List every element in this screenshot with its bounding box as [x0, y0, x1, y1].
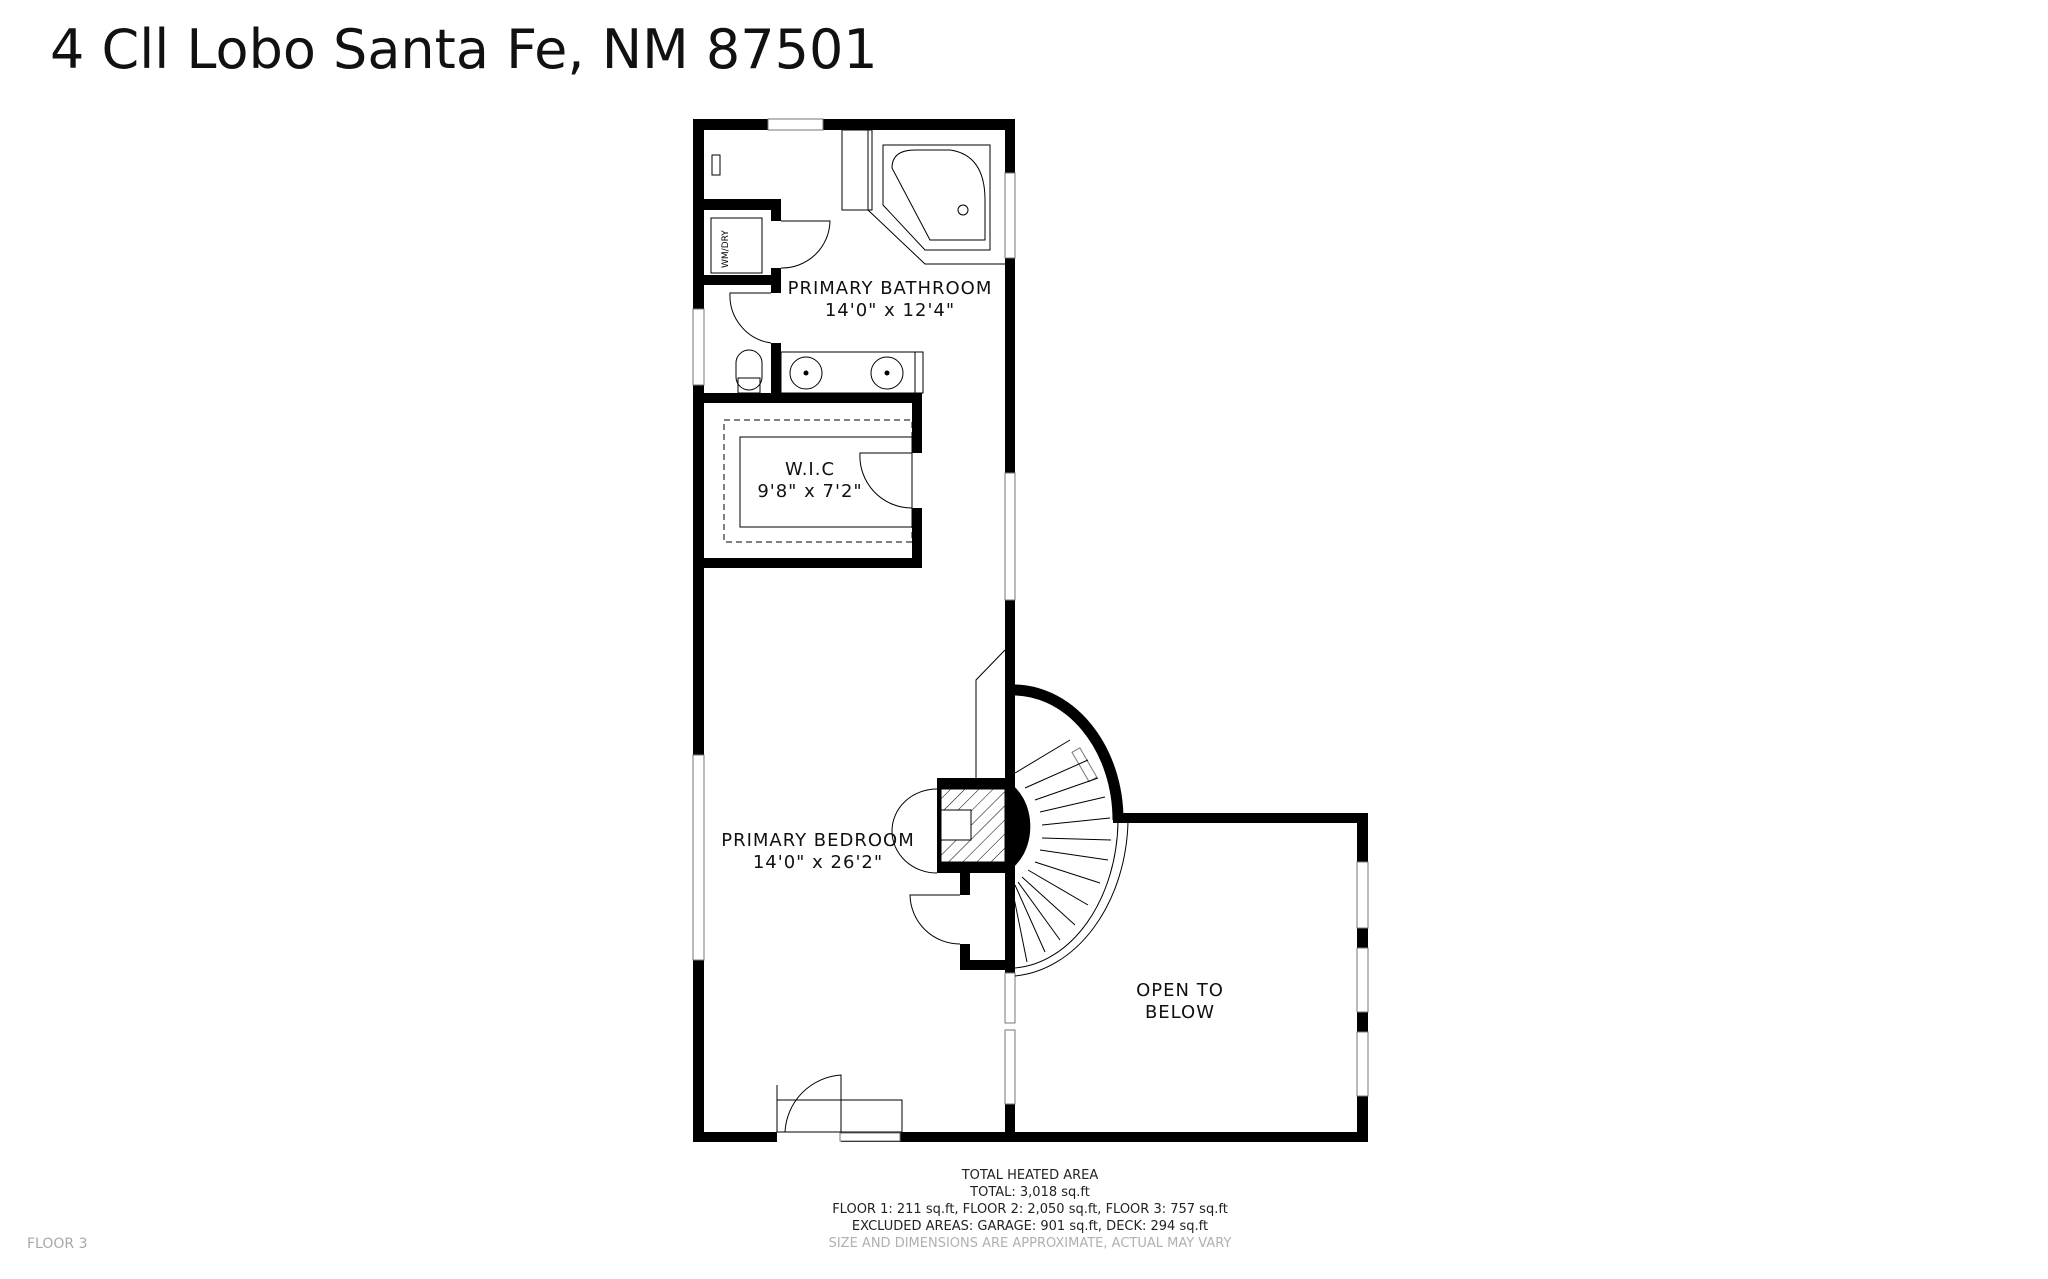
page-title: 4 Cll Lobo Santa Fe, NM 87501	[50, 18, 878, 81]
laundry-label: WM/DRY	[721, 230, 731, 268]
area-excluded: EXCLUDED AREAS: GARAGE: 901 sq.ft, DECK:…	[851, 1219, 1209, 1234]
fireplace	[891, 649, 1031, 874]
area-disclaimer: SIZE AND DIMENSIONS ARE APPROXIMATE, ACT…	[828, 1236, 1232, 1251]
room-primary-bathroom: PRIMARY BATHROOM 14'0" x 12'4"	[770, 278, 1010, 322]
doors	[729, 220, 961, 1133]
area-heading: TOTAL HEATED AREA	[961, 1168, 1099, 1183]
room-open-to-below: OPEN TO BELOW	[1100, 980, 1260, 1024]
room-name: PRIMARY BEDROOM	[721, 830, 915, 851]
outer-walls	[693, 119, 1368, 1142]
area-total: TOTAL: 3,018 sq.ft	[970, 1185, 1090, 1200]
floor-tag: FLOOR 3	[27, 1236, 88, 1252]
room-dimensions: 14'0" x 26'2"	[752, 852, 884, 873]
bathroom-fixtures	[710, 129, 1005, 394]
room-primary-bedroom: PRIMARY BEDROOM 14'0" x 26'2"	[708, 830, 928, 874]
windows	[692, 118, 1369, 1142]
wic-shelving	[723, 419, 913, 543]
area-floors: FLOOR 1: 211 sq.ft, FLOOR 2: 2,050 sq.ft…	[832, 1202, 1228, 1217]
room-name: PRIMARY BATHROOM	[787, 278, 993, 299]
room-wic: W.I.C 9'8" x 7'2"	[730, 459, 890, 503]
room-name: W.I.C	[784, 459, 836, 480]
spiral-staircase	[1009, 684, 1129, 977]
area-summary: TOTAL HEATED AREA TOTAL: 3,018 sq.ft FLO…	[780, 1167, 1280, 1252]
interior-walls	[693, 199, 1015, 970]
room-dimensions: 9'8" x 7'2"	[757, 481, 863, 502]
room-name: OPEN TO BELOW	[1136, 980, 1224, 1023]
room-dimensions: 14'0" x 12'4"	[824, 300, 956, 321]
